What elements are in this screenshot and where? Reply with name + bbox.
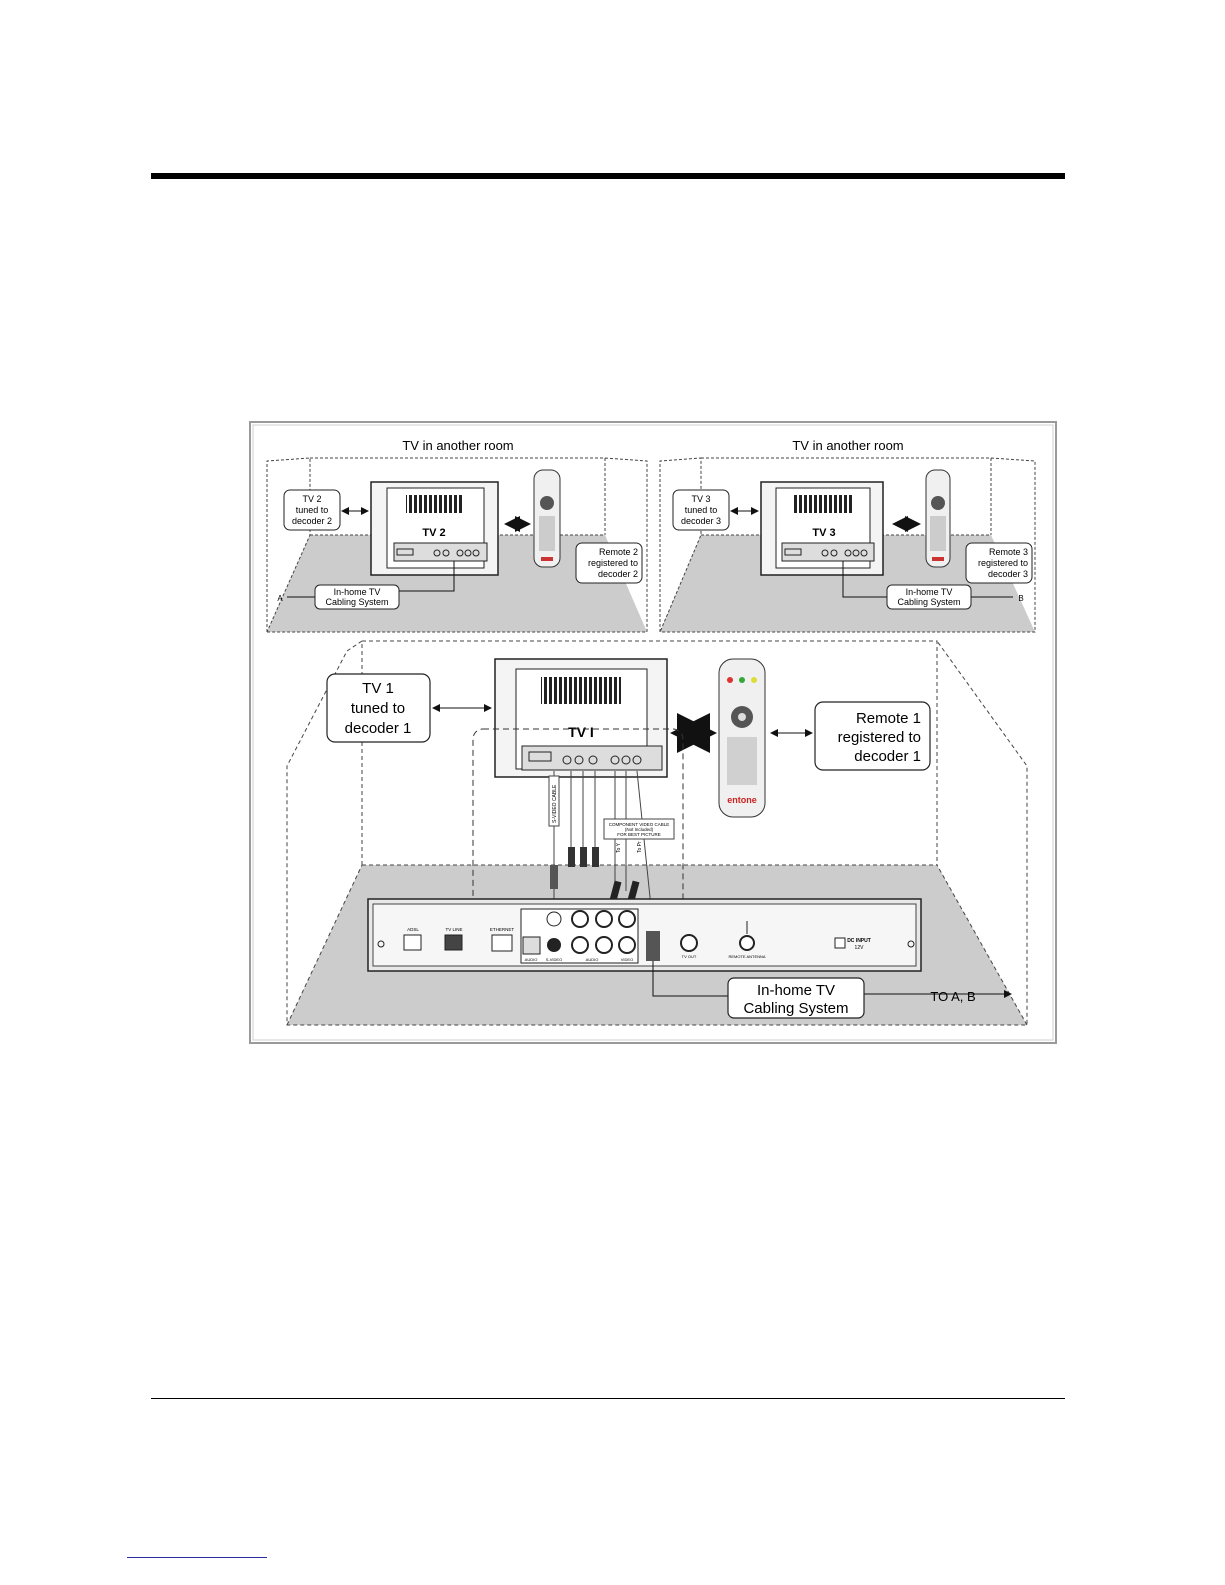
port-adsl: ADSL <box>407 927 419 932</box>
remote3-line3: decoder 3 <box>988 569 1028 579</box>
remote1-line1: Remote 1 <box>856 710 921 727</box>
to-pr-label: To Pr <box>637 841 643 853</box>
tv2-tuned-line2: tuned to <box>296 505 329 515</box>
to-y-label: To Y <box>616 842 622 853</box>
tv3-cabling-line1: In-home TV <box>906 587 953 597</box>
tv3-tuned-line2: tuned to <box>685 505 718 515</box>
tv3-cabling-line2: Cabling System <box>897 597 960 607</box>
component-note-line3: FOR BEST PICTURE <box>617 832 660 837</box>
decoder-box: ADSL TV LINE ETHERNET AUDIO S-VIDEO AUDI… <box>367 898 922 972</box>
remote2-line3: decoder 2 <box>598 569 638 579</box>
component-note-line1: COMPONENT VIDEO CABLE <box>609 822 669 827</box>
remote1-line2: registered to <box>838 729 921 746</box>
header-rule <box>151 173 1065 179</box>
room-tv1: TV I TV 1 tuned to decoder 1 entone Remo… <box>286 640 1028 1026</box>
point-a: A <box>277 594 283 603</box>
room2-title: TV in another room <box>402 438 513 453</box>
tv3-tuned-line3: decoder 3 <box>681 516 721 526</box>
tv1-tuned-line1: TV 1 <box>362 680 394 697</box>
component-note-line2: (Not Included) <box>625 827 654 832</box>
port-tv-out: TV OUT <box>682 954 697 959</box>
room3-title: TV in another room <box>792 438 903 453</box>
point-b: B <box>1018 594 1023 603</box>
remote1-line3: decoder 1 <box>854 748 921 765</box>
remote3-line2: registered to <box>978 558 1028 568</box>
port-audio2: AUDIO <box>586 957 599 962</box>
port-video: VIDEO <box>621 957 633 962</box>
tv2-cabling-line2: Cabling System <box>325 597 388 607</box>
svideo-cable-label: S-VIDEO CABLE <box>552 784 558 823</box>
remote2-line2: registered to <box>588 558 638 568</box>
tv2-cabling-line1: In-home TV <box>334 587 381 597</box>
port-s-video: S-VIDEO <box>546 957 562 962</box>
port-audio: AUDIO <box>525 957 538 962</box>
port-dc-input: DC INPUT <box>847 938 871 944</box>
remote3-line1: Remote 3 <box>989 547 1028 557</box>
footer-rule <box>151 1398 1065 1399</box>
port-ethernet: ETHERNET <box>490 927 515 932</box>
tv1-cabling-line2: Cabling System <box>743 1000 848 1017</box>
footnote-link-underline <box>127 1557 267 1558</box>
port-dc-volt: 12V <box>855 945 865 951</box>
tv1-tuned-line3: decoder 1 <box>345 720 412 737</box>
room-tv2: TV 2 TV 2 tuned to decoder 2 Remote 2 re… <box>266 438 648 633</box>
port-tv-line: TV LINE <box>445 927 462 932</box>
tv3-label: TV 3 <box>812 527 835 539</box>
remote2-line1: Remote 2 <box>599 547 638 557</box>
remote1-brand: entone <box>727 795 757 805</box>
tv2-tuned-line1: TV 2 <box>302 494 321 504</box>
tv3-tuned-line1: TV 3 <box>691 494 710 504</box>
port-remote-antenna: REMOTE ANTENNA <box>728 954 765 959</box>
tv2-tuned-line3: decoder 2 <box>292 516 332 526</box>
tv1-label: TV I <box>568 724 594 740</box>
to-a-b-label: TO A, B <box>930 989 975 1004</box>
connection-diagram: TV 2 TV 2 tuned to decoder 2 Remote 2 re… <box>249 421 1057 1044</box>
room-tv3: TV 3 TV 3 tuned to decoder 3 Remote 3 re… <box>659 438 1036 633</box>
tv2-label: TV 2 <box>422 527 445 539</box>
tv1-tuned-line2: tuned to <box>351 700 405 717</box>
tv1-cabling-line1: In-home TV <box>757 982 835 999</box>
